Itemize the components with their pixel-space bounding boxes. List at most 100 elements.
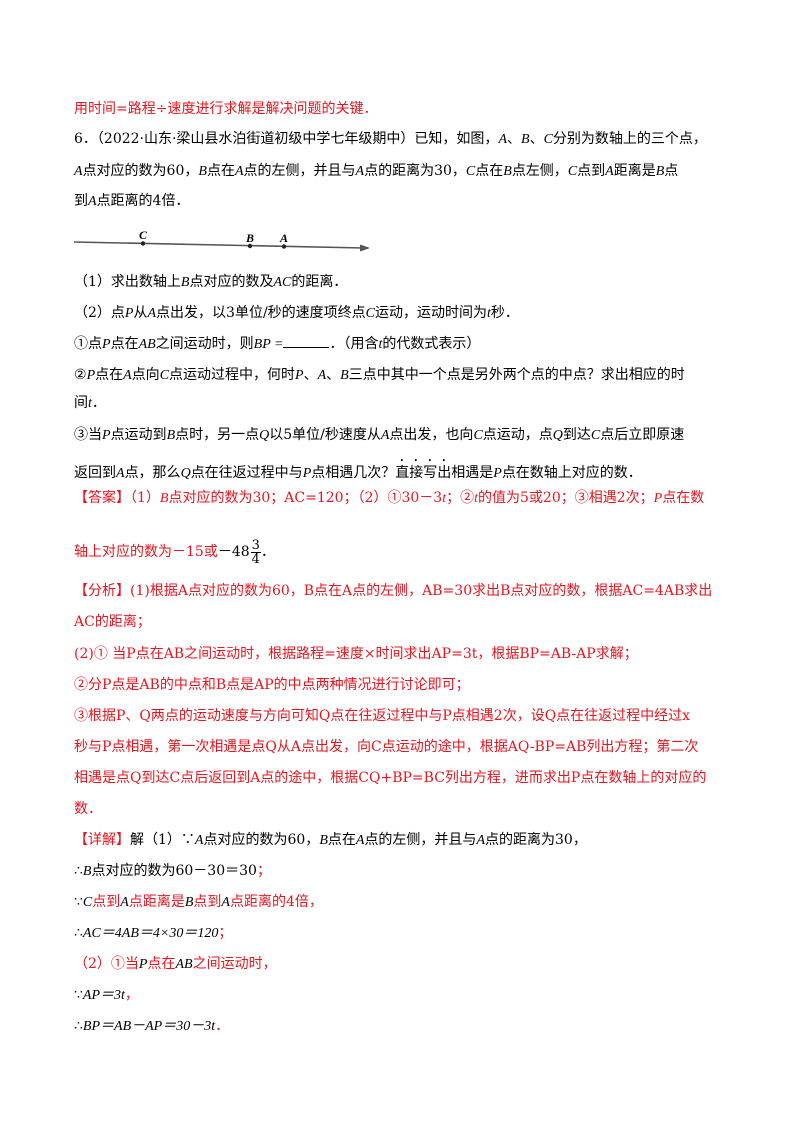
detail-line-7: ∴BP＝AB－AP＝30－3t．	[74, 1017, 734, 1036]
detail-text: （2）①当	[74, 956, 139, 972]
detail-text: 点到	[92, 894, 121, 910]
detail-text: ；	[256, 863, 271, 879]
detail-expr: AC＝4AB＝4×30＝120	[82, 926, 219, 941]
detail-text: ，	[124, 987, 139, 1003]
sep: 、	[529, 131, 544, 147]
q-text: 点向	[131, 367, 160, 383]
label-c: C	[567, 164, 578, 179]
label-b: B	[82, 864, 92, 879]
answer-text: ；②	[446, 490, 475, 506]
label-b: B	[655, 164, 665, 179]
detail-text: 点到	[193, 894, 222, 910]
q-text: 点出发，也向	[389, 427, 474, 443]
axis-label-a: A	[279, 231, 288, 245]
label-a: A	[147, 306, 157, 321]
detail-text: 点在	[327, 832, 356, 848]
q-text: 点在	[95, 367, 124, 383]
problem-text: 点对应的数为60，	[82, 163, 199, 179]
label-b: B	[159, 491, 169, 506]
label-b: B	[180, 275, 190, 290]
detail-text: 点的左侧，并且与	[364, 832, 477, 848]
label-q: Q	[259, 428, 270, 443]
sub-question-2-cont: 间t．	[74, 394, 734, 413]
label-b: B	[503, 164, 512, 179]
label-t: t	[378, 337, 383, 352]
answer-blank[interactable]	[283, 335, 330, 348]
number-line-figure: C B A	[74, 228, 370, 252]
detail-text: 点的距离为30，	[485, 832, 587, 848]
point-c	[140, 241, 146, 246]
detail-text: ∴	[74, 863, 83, 879]
detail-text: ∴	[74, 925, 83, 941]
problem-text: 点左侧，	[511, 163, 568, 179]
label-p: P	[295, 368, 304, 383]
q-text: 点后立即原速	[600, 427, 685, 443]
detail-line-4: ∴AC＝4AB＝4×30＝120；	[74, 924, 734, 943]
label-p: P	[138, 957, 148, 972]
analysis-line-4: ②分P点是AB的中点和B点是AP的中点两种情况进行讨论即可；	[74, 677, 470, 693]
label-c: C	[82, 895, 93, 910]
label-t: t	[442, 491, 447, 506]
analysis-line-8: 数．	[74, 801, 102, 817]
analysis-line-7: 相遇是点Q到达C点后返回到A点的途中，根据CQ+BP=BC列出方程，进而求出P点…	[74, 770, 707, 786]
detail-line-1: 【详解】解（1）∵A点对应的数为60，B点在A点的左侧，并且与A点的距离为30，	[74, 831, 734, 850]
label-a: A	[355, 164, 365, 179]
label-ac: AC	[273, 275, 292, 290]
q-text: （2）点	[74, 305, 125, 321]
detail-text: 点对应的数为	[91, 863, 176, 879]
label-a: A	[120, 895, 129, 910]
detail-line-5: （2）①当P点在AB之间运动时，	[74, 955, 734, 974]
problem-text: 6．（2022·山东·梁山县水泊街道初级中学七年级期中）已知，如图，	[74, 131, 499, 147]
analysis-line-5: ③根据P、Q两点的运动速度与方向可知Q点在往返过程中与P点相遇2次，设Q点在往返…	[74, 708, 691, 724]
sub-question-3: ③当P点运动到B点时，另一点Q以5单位/秒速度从A点出发，也向C点运动，点Q到达…	[74, 426, 734, 445]
answer-mixed-number: －48	[217, 544, 250, 560]
answer-text: 点对应的数为30；AC=120；（2）①	[168, 490, 402, 506]
q-text: 点出发，以3单位/秒的速度项终点	[156, 305, 366, 321]
detail-line-2: ∴B点对应的数为60－30＝30；	[74, 862, 734, 881]
problem-line-2: A点对应的数为60，B点在A点的左侧，并且与A点的距离为30，C点在B点左侧，C…	[74, 162, 734, 181]
label-a: A	[498, 132, 507, 147]
q-text: 的距离．	[291, 274, 348, 290]
detail-text: 之间运动时，	[192, 956, 277, 972]
q-text: 到达	[562, 427, 591, 443]
label-c: C	[365, 306, 376, 321]
problem-text: 距离是	[613, 163, 656, 179]
detail-line-3: ∵C点到A点距离是B点到A点距离的4倍，	[74, 893, 734, 912]
q-text: 点对应的数及	[189, 274, 274, 290]
q-text: 点在	[110, 336, 139, 352]
detail-text: ．	[215, 1018, 230, 1034]
analysis-line-3: (2)① 当P点在AB之间运动时，根据路程=速度×时间求出AP=3t，根据BP=…	[74, 646, 638, 662]
label-a: A	[317, 368, 327, 383]
answer-text: （1）	[130, 490, 160, 506]
detail-text: 点在	[147, 956, 176, 972]
q-text: 点在往返过程中与	[190, 465, 303, 481]
q-text: 之间运动时，则	[155, 336, 254, 352]
fraction-denominator: 4	[251, 551, 260, 567]
sub-question-3-cont: 返回到A点，那么Q点在往返过程中与P点相遇几次？直接写出相遇是P点在数轴上对应的…	[74, 457, 734, 483]
label-b: B	[319, 833, 328, 848]
analysis-line-2: AC的距离；	[74, 614, 151, 630]
label-c: C	[473, 428, 483, 443]
detail-text: 点距离是	[128, 894, 185, 910]
label-q: Q	[552, 428, 563, 443]
q-text: 从	[133, 305, 148, 321]
question-1: （1）求出数轴上B点对应的数及AC的距离．	[74, 273, 734, 292]
detail-text: ∴	[74, 1018, 83, 1034]
label-b: B	[184, 895, 194, 910]
q-text: 点相遇几次？	[311, 465, 396, 481]
q-text: （1）求出数轴上	[74, 274, 181, 290]
problem-text: 分别为数轴上的三个点，	[552, 131, 707, 147]
axis-label-b: B	[245, 231, 254, 245]
label-a: A	[221, 895, 230, 910]
q-text: 相遇是	[451, 465, 494, 481]
emphasis-text: 直接写出	[395, 465, 452, 481]
analysis-line-1: 【分析】(1)根据A点对应的数为60，B点在A点的左侧，AB=30求出B点对应的…	[74, 583, 713, 599]
answer-expr: 30－3	[401, 490, 443, 506]
label-t: t	[487, 306, 491, 321]
label-a: A	[234, 164, 244, 179]
problem-text: 点在	[475, 163, 504, 179]
label-a: A	[88, 194, 97, 209]
q-text: 间	[74, 395, 88, 411]
q-text: 、	[326, 367, 341, 383]
axis-label-c: C	[139, 228, 148, 242]
